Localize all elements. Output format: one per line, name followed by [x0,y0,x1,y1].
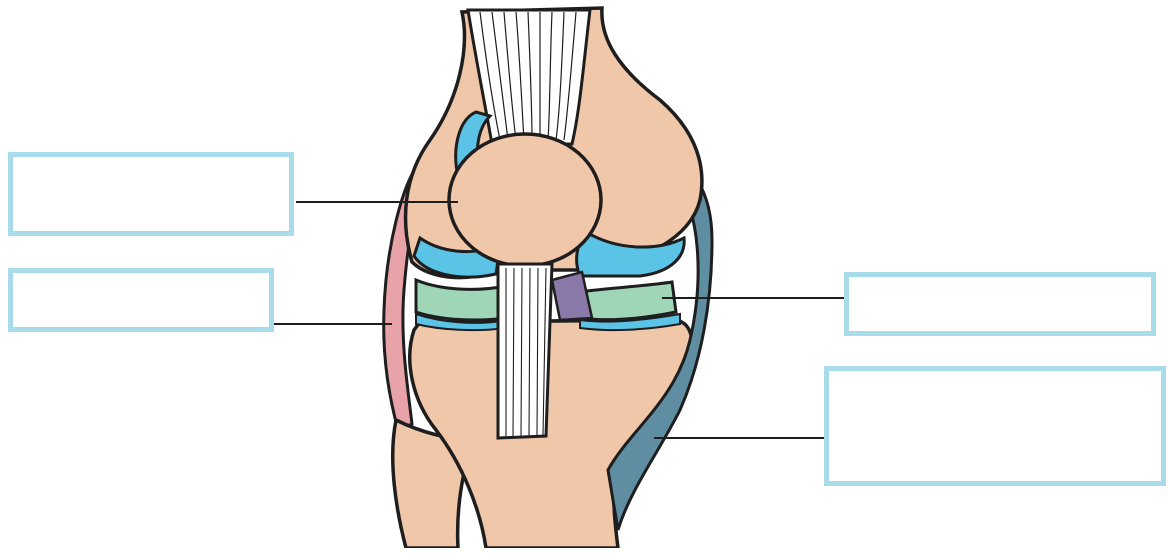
label-box-meniscus[interactable] [844,272,1156,336]
label-text-meniscus [849,277,1151,293]
label-box-patella[interactable] [8,152,294,236]
patella [449,134,601,266]
label-text-tibial-collateral-ligament [829,371,1161,387]
meniscus-left [416,280,506,320]
meniscus-right [578,282,676,320]
label-box-fibular-collateral-ligament[interactable] [8,268,274,332]
label-text-patella [13,157,289,173]
cruciate-ligament [552,272,592,320]
label-box-tibial-collateral-ligament[interactable] [824,366,1166,486]
label-text-fibular-collateral-ligament [13,273,269,289]
